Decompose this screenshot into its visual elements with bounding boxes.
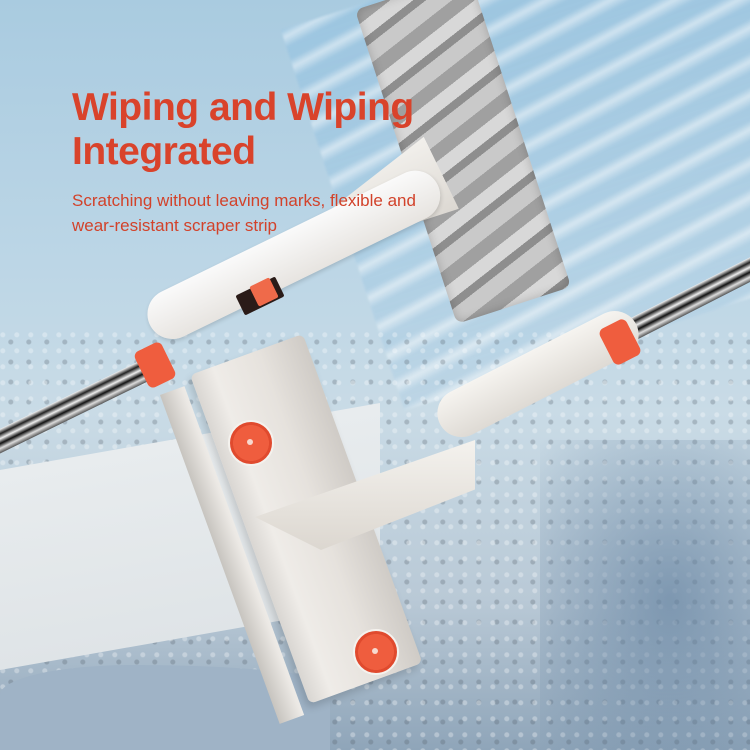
rotation-knob-icon xyxy=(228,420,274,466)
feature-description: Scratching without leaving marks, flexib… xyxy=(72,188,472,238)
headline-line-1: Wiping and Wiping xyxy=(72,86,414,129)
subtext-line-2: wear-resistant scraper strip xyxy=(72,216,278,235)
headline: Wiping and Wiping Integrated xyxy=(72,86,414,174)
headline-line-2: Integrated xyxy=(72,130,256,173)
rotation-knob-icon xyxy=(353,629,399,675)
subtext-line-1: Scratching without leaving marks, flexib… xyxy=(72,191,416,210)
mist-overlay xyxy=(540,440,750,750)
